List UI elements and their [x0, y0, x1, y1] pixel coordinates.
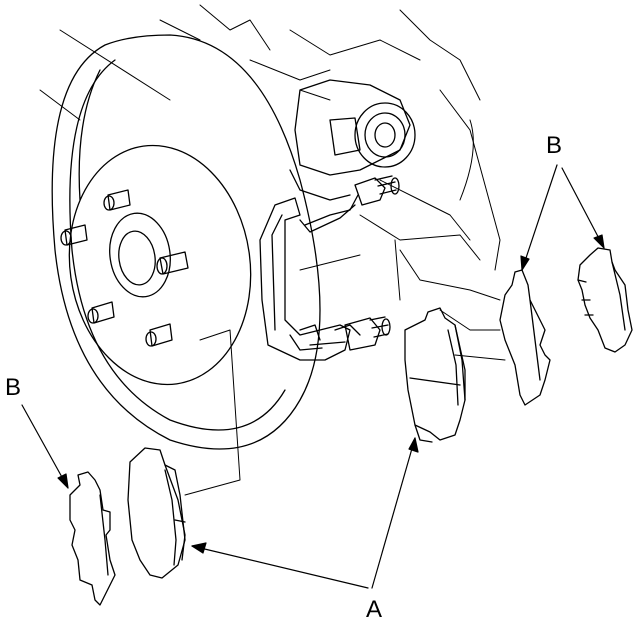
- guide-pin-lower: [344, 316, 391, 351]
- pad-right-inner: [404, 307, 466, 443]
- rotor-inner-ring: [69, 59, 286, 431]
- pad-left-inner: [127, 447, 186, 579]
- rotor-outer-edge: [51, 34, 321, 450]
- shim-middle: [499, 269, 551, 406]
- shim-right: [577, 247, 633, 353]
- shim-left: [69, 471, 116, 606]
- wheel-studs: [60, 189, 189, 347]
- arrow-a-to-right-pad: [371, 437, 419, 589]
- caliper-body: [289, 79, 416, 201]
- arrow-b-to-left-shim: [21, 404, 69, 489]
- hidden-lines: [184, 239, 401, 496]
- hub-bore: [118, 230, 156, 286]
- wheel-stud: [156, 251, 189, 275]
- callout-arrows: [21, 164, 605, 589]
- rotor-friction-edge: [78, 69, 101, 201]
- hub-outer: [109, 212, 171, 298]
- caliper-bracket: [259, 175, 400, 361]
- arrow-a-to-left-pad: [191, 542, 369, 589]
- callout-label-b-right: B: [546, 132, 563, 159]
- arrow-b-to-right-shim: [561, 167, 605, 249]
- caliper-piston-housing: [354, 102, 416, 168]
- wheel-stud: [87, 301, 115, 324]
- arrow-b-to-middle-shim: [520, 164, 558, 271]
- callout-label-b-left: B: [5, 374, 22, 401]
- rotor-hat: [68, 144, 252, 386]
- wheel-stud: [145, 323, 173, 347]
- brake-rotor: [51, 34, 321, 450]
- suspension-lines: [39, 4, 506, 361]
- wheel-stud: [60, 224, 88, 246]
- guide-pin-upper: [354, 175, 400, 206]
- wheel-stud: [103, 189, 131, 211]
- callout-label-a: A: [366, 596, 383, 623]
